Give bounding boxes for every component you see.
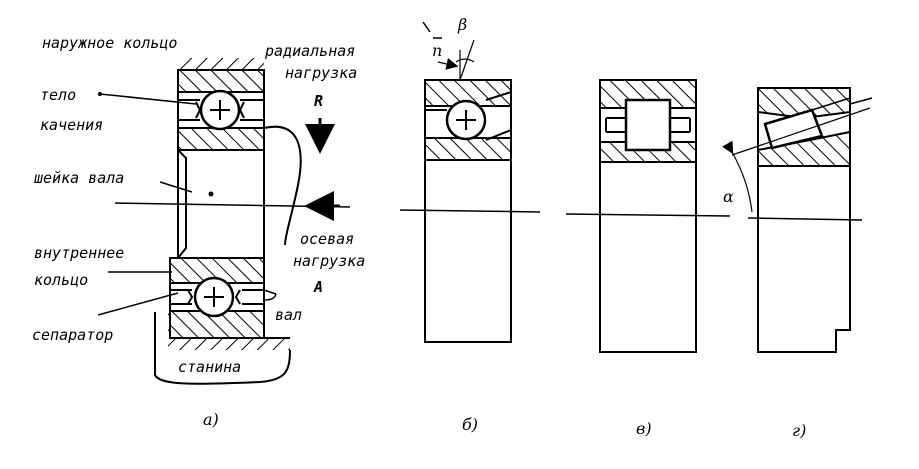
label-shaft: вал [275, 306, 302, 324]
axis-line-b [399, 209, 541, 213]
figure-g: α г) [722, 87, 873, 440]
label-axial-load-symbol: A [313, 278, 323, 296]
label-axial-load-line1: осевая [300, 230, 354, 248]
roller-v [624, 98, 672, 152]
label-axial-load-line2: нагрузка [293, 252, 365, 270]
figure-a: наружное кольцо радиальная нагрузка R те… [32, 34, 365, 429]
label-shaft-neck: шейка вала [34, 169, 124, 187]
label-housing: станина [178, 358, 241, 376]
label-rolling-body-line1: тело [40, 86, 76, 104]
housing-base [154, 312, 291, 385]
label-alpha: α [723, 187, 734, 206]
caption-b: б) [462, 415, 478, 434]
figure-b: n β б) [399, 15, 541, 434]
label-radial-load-line2: нагрузка [285, 64, 357, 82]
figure-v: в) [565, 79, 731, 438]
label-radial-load-line1: радиальная [264, 42, 355, 60]
label-rolling-body-line2: качения [40, 116, 103, 134]
label-n: n [432, 41, 442, 60]
caption-a: а) [203, 410, 219, 429]
upper-bearing-section [177, 89, 265, 151]
label-inner-ring-line1: внутреннее [34, 244, 124, 262]
outer-ring-top [177, 69, 265, 93]
label-inner-ring-line2: кольцо [34, 271, 88, 289]
leader-lines [97, 92, 277, 316]
caption-v: в) [636, 419, 652, 438]
housing-top [178, 58, 264, 71]
label-radial-load-symbol: R [314, 92, 323, 110]
label-separator: сепаратор [32, 326, 113, 344]
label-beta: β [457, 15, 467, 34]
label-outer-ring: наружное кольцо [42, 34, 177, 52]
axis-line-g [747, 217, 863, 221]
caption-g: г) [792, 421, 806, 440]
lower-bearing-section [169, 257, 265, 339]
axis-line-v [565, 213, 731, 217]
